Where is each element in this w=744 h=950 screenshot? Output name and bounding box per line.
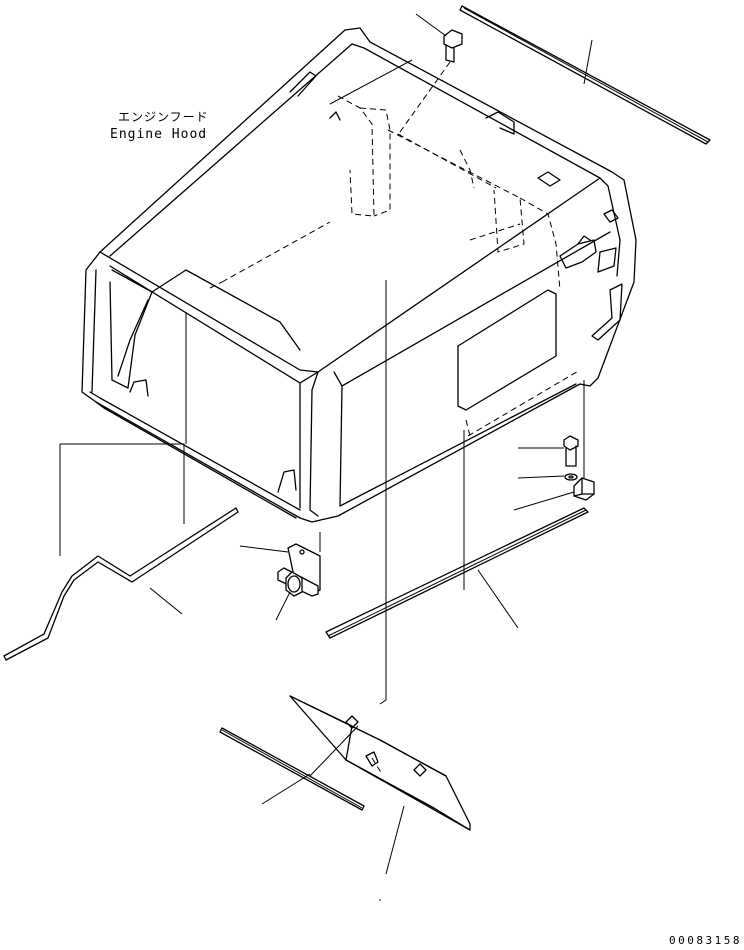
side-bolt <box>563 435 579 467</box>
bottom-seal-strip <box>219 727 365 811</box>
striker <box>573 477 595 501</box>
side-seal-strip <box>325 507 589 639</box>
hood-label-japanese: エンジンフード <box>118 110 209 124</box>
hood-label-english: Engine Hood <box>110 127 208 142</box>
engine-hood <box>81 27 637 523</box>
top-seal-strip <box>459 5 711 145</box>
drawing-number: 00083158 <box>669 934 742 947</box>
washer <box>564 473 578 481</box>
bent-stay <box>3 507 239 661</box>
catch <box>277 567 319 597</box>
bolt <box>399 29 463 133</box>
bottom-plate <box>289 695 471 831</box>
